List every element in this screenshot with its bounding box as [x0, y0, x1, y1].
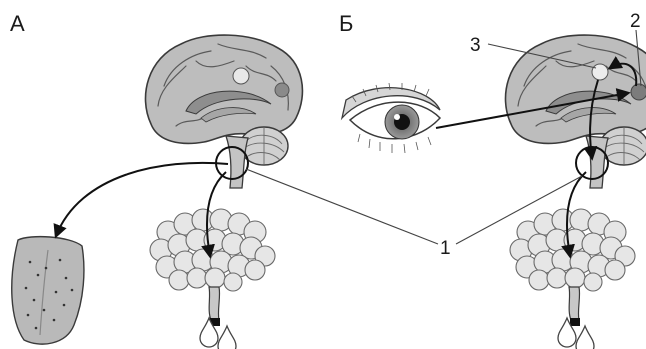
panel-label-a: А [10, 13, 25, 35]
tongue [12, 237, 84, 344]
panel-b [342, 35, 646, 349]
salivary-gland-a [150, 209, 275, 326]
callout-label-3: 3 [470, 36, 481, 55]
cortical-center-3 [592, 64, 608, 80]
leader-1-a [246, 169, 438, 244]
panel-label-b: Б [339, 13, 353, 35]
callout-label-1: 1 [440, 239, 451, 258]
panel-a [12, 35, 303, 349]
eye [342, 83, 440, 153]
callout-label-2: 2 [630, 12, 641, 31]
salivary-gland-b [510, 209, 635, 326]
visual-center-2 [631, 84, 646, 100]
